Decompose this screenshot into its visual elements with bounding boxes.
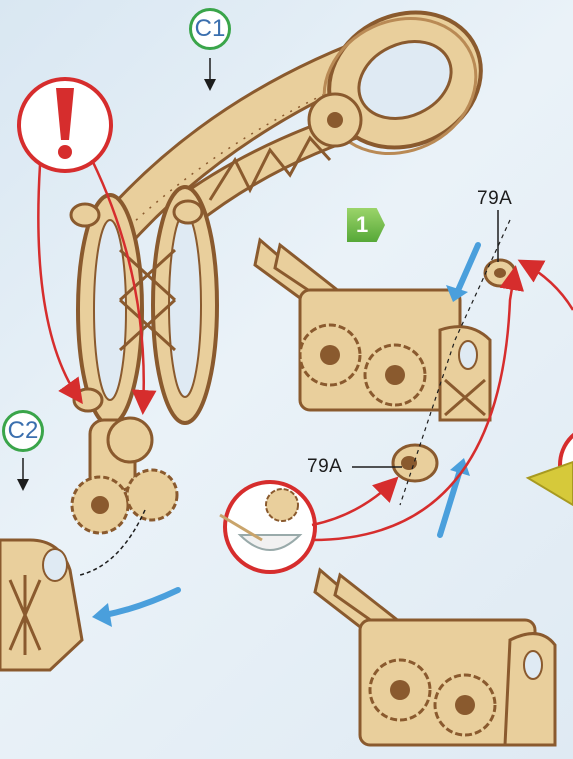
partial-callout-right xyxy=(522,262,573,505)
gear-unit-upper xyxy=(255,240,490,420)
gear-unit-lower xyxy=(315,570,555,745)
part-79a-middle xyxy=(393,445,437,481)
part-label-79a-top: 79A xyxy=(477,188,512,210)
c2-label: C2 xyxy=(2,410,44,452)
c1-label: C1 xyxy=(189,8,231,50)
c2-bracket xyxy=(0,540,82,670)
part-label-79a-middle: 79A xyxy=(307,456,342,478)
